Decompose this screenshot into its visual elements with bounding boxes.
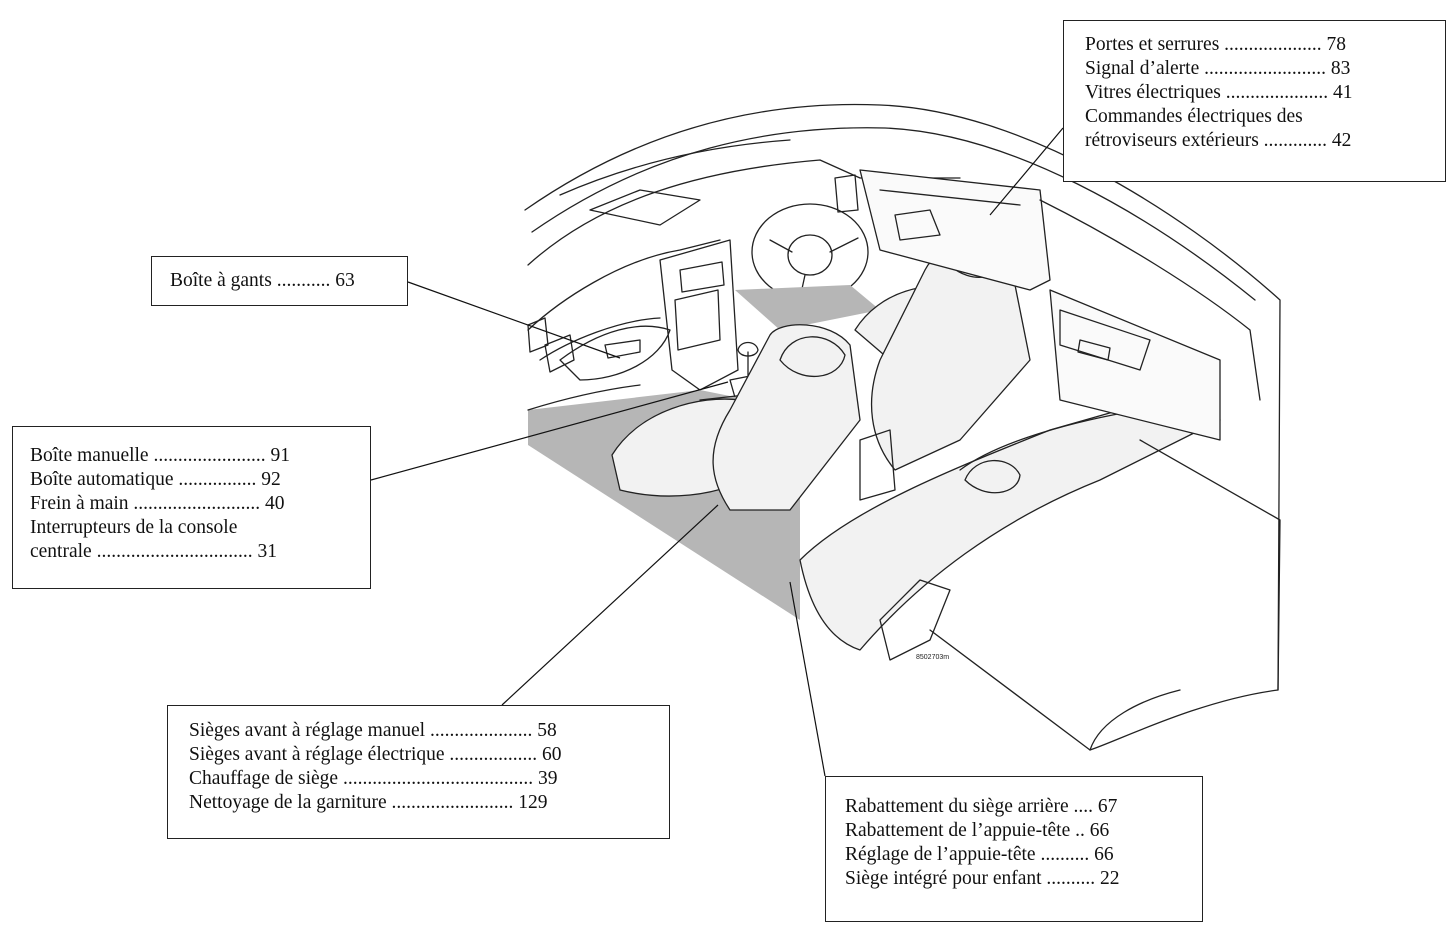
callout-line: Commandes électriques des (1085, 106, 1303, 127)
callout-line: Rabattement de l’appuie-tête .. 66 (845, 820, 1110, 841)
callout-glovebox: Boîte à gants ........... 63 (151, 256, 408, 306)
leader-line-doors (989, 127, 1064, 216)
callout-line: Boîte à gants ........... 63 (170, 270, 355, 291)
leader-line-console (370, 381, 729, 481)
leader-line-rear (789, 581, 826, 777)
callout-line: Chauffage de siège .....................… (189, 768, 558, 789)
callout-line: Siège intégré pour enfant .......... 22 (845, 868, 1120, 889)
callout-line: Rabattement du siège arrière .... 67 (845, 796, 1118, 817)
callout-doors: Portes et serrures .................... … (1063, 20, 1446, 182)
leader-line-seats (501, 504, 719, 706)
callout-seats: Sièges avant à réglage manuel ..........… (167, 705, 670, 839)
callout-line: rétroviseurs extérieurs ............. 42 (1085, 130, 1352, 151)
callout-line: Nettoyage de la garniture ..............… (189, 792, 548, 813)
callout-line: Portes et serrures .................... … (1085, 34, 1347, 55)
callout-line: Sièges avant à réglage manuel ..........… (189, 720, 557, 741)
leader-line-glovebox (407, 281, 621, 359)
callout-line: Sièges avant à réglage électrique ......… (189, 744, 562, 765)
callout-line: Interrupteurs de la console (30, 517, 238, 538)
callout-line: Boîte automatique ................ 92 (30, 469, 281, 490)
callout-line: Signal d’alerte ........................… (1085, 58, 1351, 79)
callout-line: Frein à main .......................... … (30, 493, 285, 514)
callout-line: Vitres électriques .....................… (1085, 82, 1353, 103)
callout-line: Réglage de l’appuie-tête .......... 66 (845, 844, 1114, 865)
callout-line: Boîte manuelle ....................... 9… (30, 445, 290, 466)
callout-console: Boîte manuelle ....................... 9… (12, 426, 371, 589)
callout-line: centrale ...............................… (30, 541, 277, 562)
callout-rear-seat: Rabattement du siège arrière .... 67 Rab… (825, 776, 1203, 922)
image-code: 8502703m (916, 654, 950, 661)
